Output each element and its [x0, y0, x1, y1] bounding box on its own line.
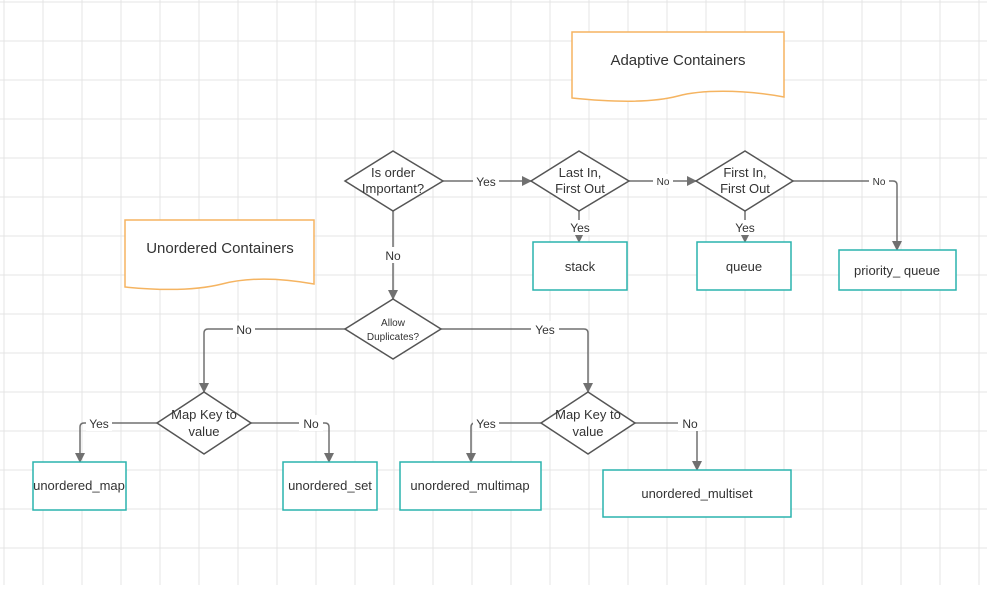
- label-order-yes: Yes: [476, 175, 496, 189]
- result-queue[interactable]: queue: [696, 241, 792, 291]
- result-unordered-multiset-label: unordered_multiset: [641, 486, 753, 501]
- result-unordered-set-label: unordered_set: [288, 478, 372, 493]
- decision-dup-line1: Allow: [381, 318, 406, 329]
- decision-map-key-right[interactable]: Map Key to value: [539, 391, 637, 455]
- label-left-yes: Yes: [89, 417, 109, 431]
- decision-fifo-line2: First Out: [720, 181, 770, 196]
- label-fifo-yes: Yes: [735, 221, 755, 235]
- decision-lifo-line2: First Out: [555, 181, 605, 196]
- decision-allow-duplicates[interactable]: Allow Duplicates?: [343, 298, 443, 360]
- unordered-containers-note: Unordered Containers: [124, 219, 315, 291]
- decision-first-in-first-out[interactable]: First In, First Out: [694, 150, 795, 212]
- edge-dup-no: [199, 328, 345, 393]
- label-lifo-no: No: [657, 177, 670, 188]
- result-unordered-multimap-label: unordered_multimap: [410, 478, 529, 493]
- adaptive-containers-note: Adaptive Containers: [571, 31, 785, 102]
- result-unordered-set[interactable]: unordered_set: [282, 461, 378, 511]
- edge-left-yes: [75, 422, 157, 463]
- result-unordered-multimap[interactable]: unordered_multimap: [399, 461, 542, 511]
- edge-dup-yes: [441, 328, 593, 393]
- result-unordered-multiset[interactable]: unordered_multiset: [602, 469, 792, 518]
- label-dup-yes: Yes: [535, 323, 555, 337]
- label-right-no: No: [682, 417, 698, 431]
- decision-last-in-first-out[interactable]: Last In, First Out: [529, 150, 631, 212]
- decision-lifo-line1: Last In,: [559, 165, 602, 180]
- label-left-no: No: [303, 417, 319, 431]
- result-priority-queue-label: priority_ queue: [854, 263, 940, 278]
- label-fifo-no: No: [873, 177, 886, 188]
- decision-is-order-important[interactable]: Is order Important?: [343, 150, 445, 212]
- label-lifo-yes: Yes: [570, 221, 590, 235]
- result-priority-queue[interactable]: priority_ queue: [838, 249, 957, 291]
- adaptive-containers-title: Adaptive Containers: [610, 52, 745, 69]
- result-stack-label: stack: [565, 259, 596, 274]
- result-unordered-map[interactable]: unordered_map: [32, 461, 127, 511]
- edge-left-no: [251, 422, 334, 463]
- decision-left-line1: Map Key to: [171, 407, 237, 422]
- decision-right-line2: value: [572, 424, 603, 439]
- decision-left-line2: value: [188, 424, 219, 439]
- unordered-containers-title: Unordered Containers: [146, 240, 294, 257]
- label-order-no: No: [385, 249, 401, 263]
- decision-dup-line2: Duplicates?: [367, 332, 420, 343]
- result-unordered-map-label: unordered_map: [33, 478, 125, 493]
- decision-right-line1: Map Key to: [555, 407, 621, 422]
- decision-order-line1: Is order: [371, 165, 416, 180]
- decision-map-key-left[interactable]: Map Key to value: [155, 391, 253, 455]
- result-stack[interactable]: stack: [532, 241, 628, 291]
- label-right-yes: Yes: [476, 417, 496, 431]
- edge-fifo-no: [793, 180, 902, 251]
- decision-fifo-line1: First In,: [723, 165, 766, 180]
- result-queue-label: queue: [726, 259, 762, 274]
- edge-labels: Yes No No Yes Yes No No Yes Yes No Yes N…: [86, 173, 889, 431]
- label-dup-no: No: [236, 323, 252, 337]
- decision-order-line2: Important?: [362, 181, 424, 196]
